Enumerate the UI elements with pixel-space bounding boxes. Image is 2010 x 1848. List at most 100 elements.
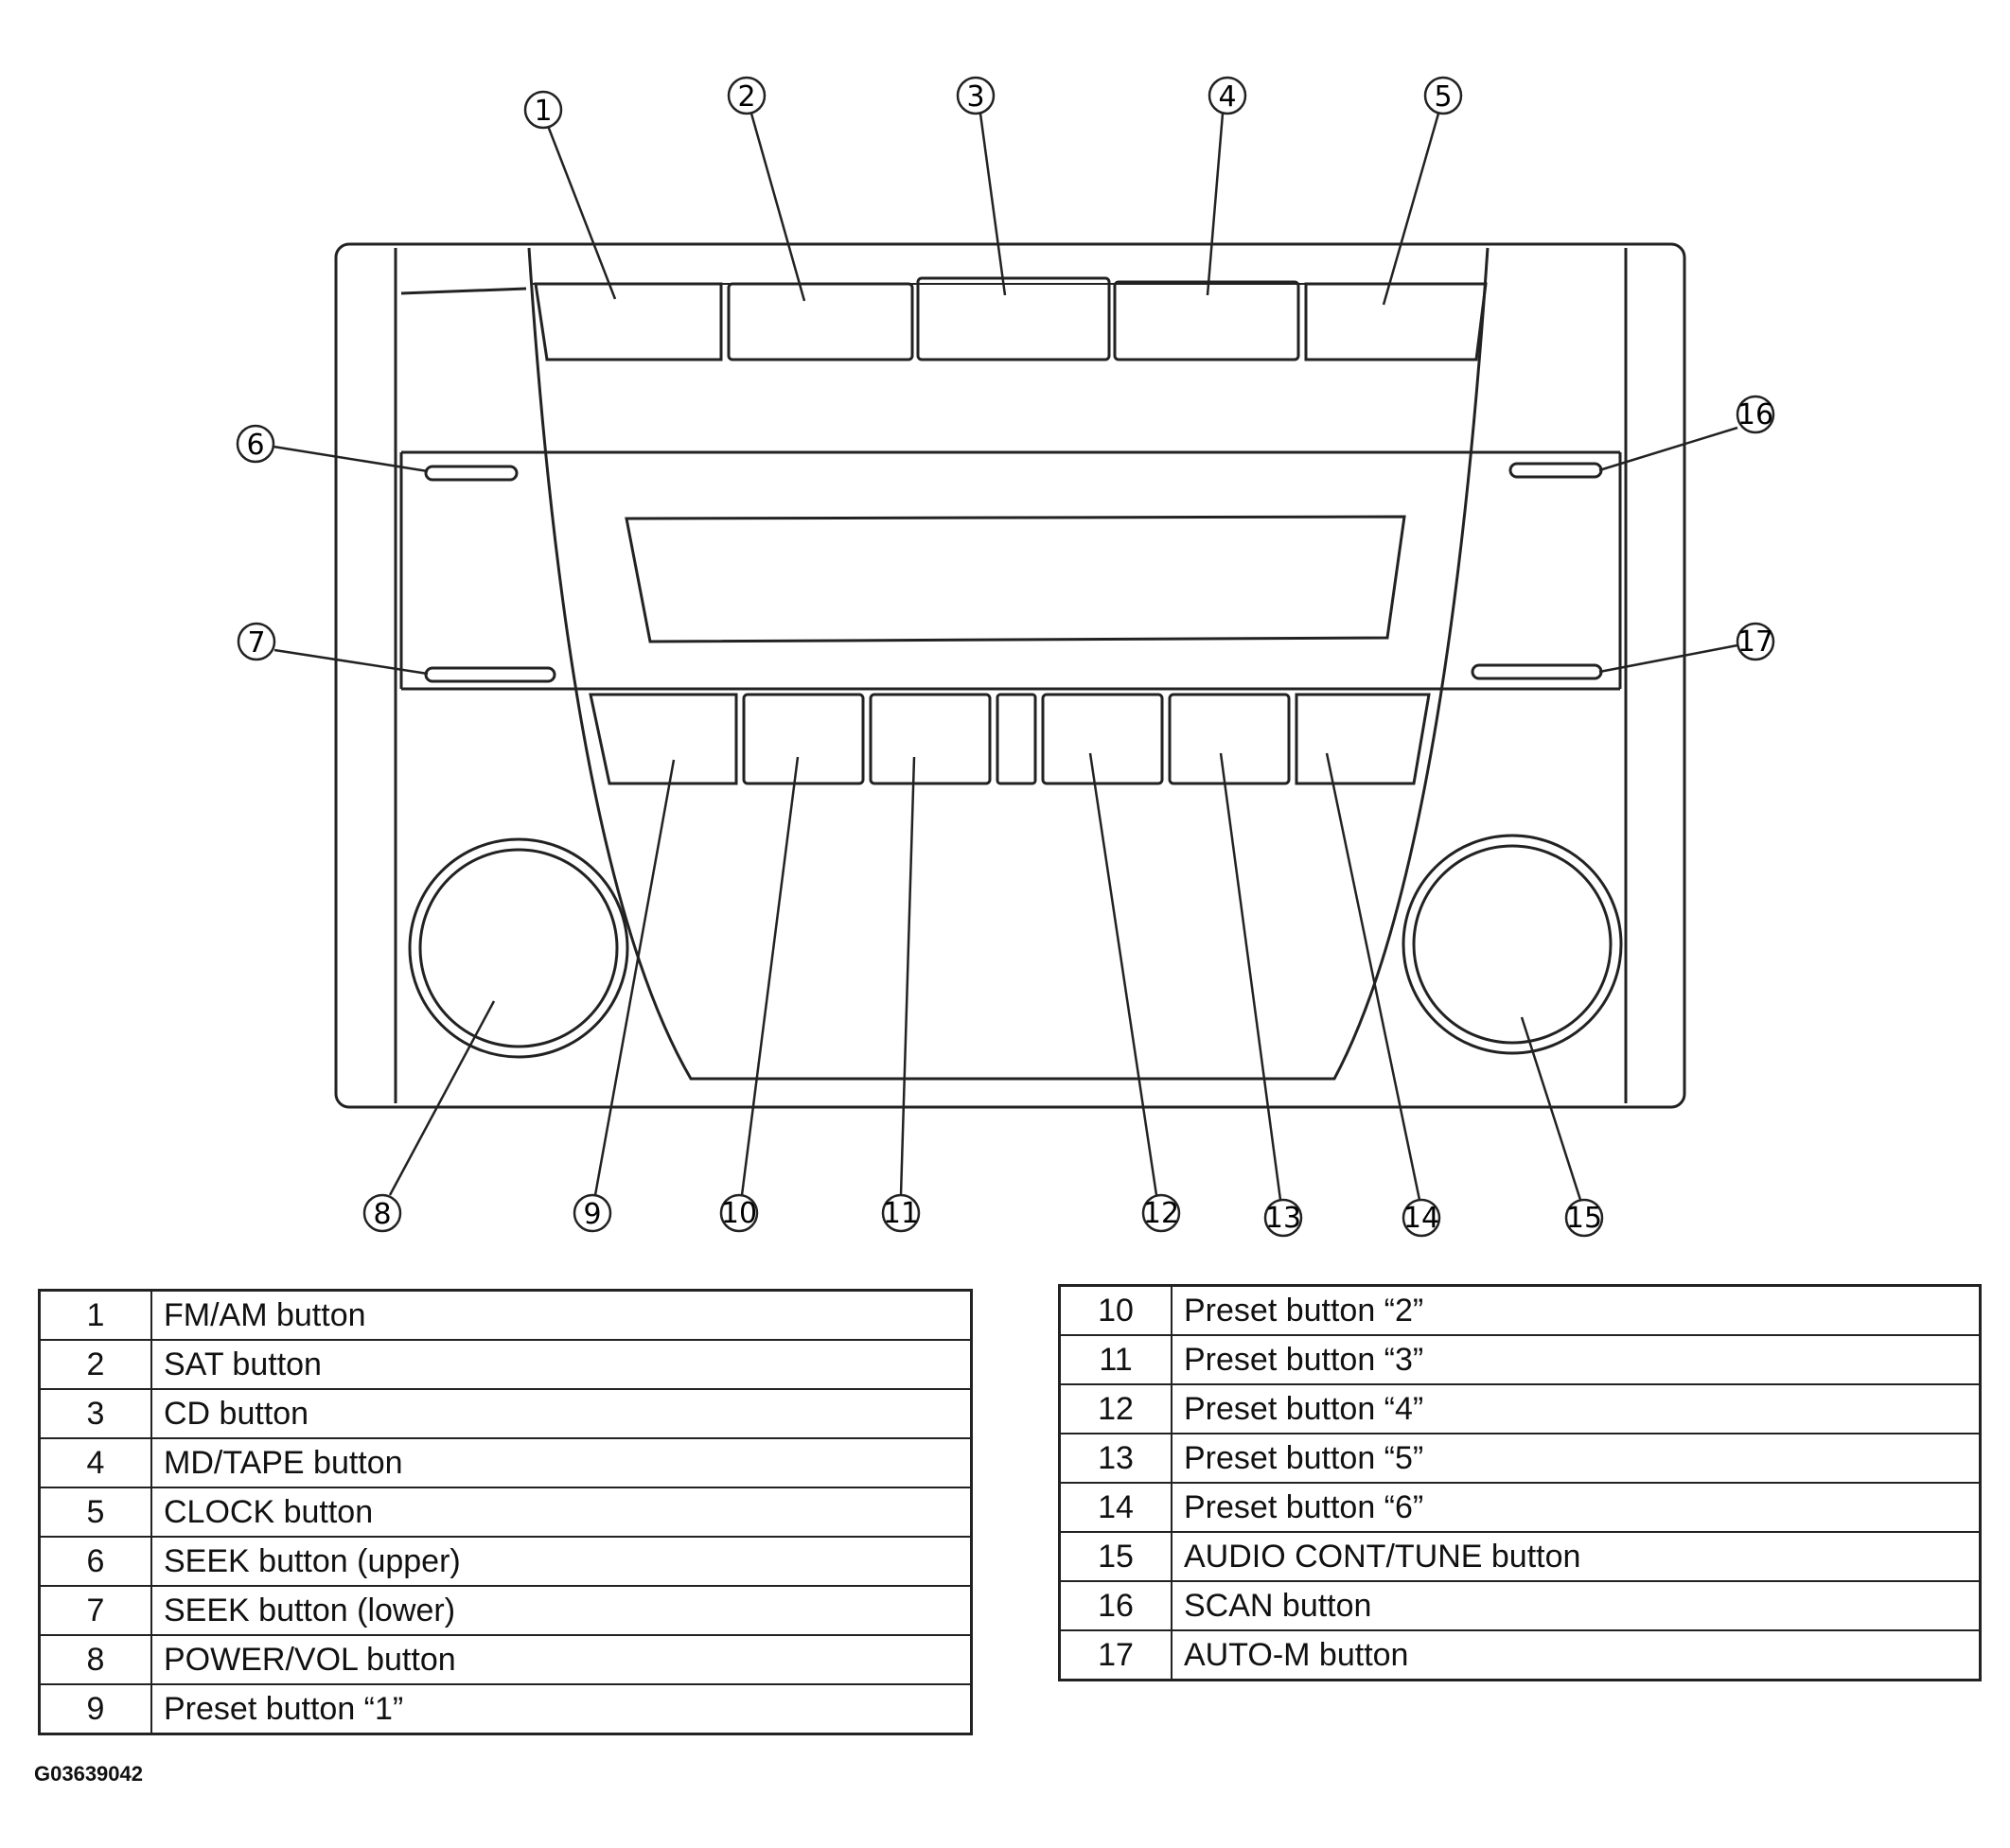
seek-upper-button-shape[interactable] <box>424 465 519 482</box>
callout-4: 4 <box>1208 76 1247 115</box>
legend-number: 2 <box>38 1339 152 1390</box>
legend-number: 1 <box>38 1289 152 1341</box>
svg-text:7: 7 <box>247 626 265 660</box>
legend-number: 7 <box>38 1585 152 1636</box>
callout-2: 2 <box>727 76 767 115</box>
svg-text:6: 6 <box>246 429 264 462</box>
svg-text:4: 4 <box>1218 80 1236 114</box>
legend-label: Preset button “6” <box>1171 1482 1982 1533</box>
svg-text:8: 8 <box>373 1198 391 1231</box>
legend-number: 6 <box>38 1536 152 1587</box>
preset-3-button-shape[interactable] <box>869 693 992 785</box>
callout-8: 8 <box>362 1193 402 1233</box>
radio-housing <box>334 242 1686 1109</box>
svg-text:11: 11 <box>883 1197 919 1230</box>
legend-number: 10 <box>1058 1284 1172 1336</box>
svg-text:16: 16 <box>1737 398 1773 431</box>
legend-label: FM/AM button <box>150 1289 973 1341</box>
legend-label: SEEK button (lower) <box>150 1585 973 1636</box>
callouts: 1 2 3 4 5 6 7 8 9 10 11 12 13 14 15 16 1… <box>236 76 1775 1238</box>
legend-label: CD button <box>150 1388 973 1439</box>
callout-3: 3 <box>956 76 996 115</box>
legend-label: SCAN button <box>1171 1580 1982 1631</box>
legend-number: 5 <box>38 1487 152 1538</box>
legend-label: Preset button “1” <box>150 1683 973 1735</box>
svg-text:2: 2 <box>737 80 755 114</box>
preset-2-button-shape[interactable] <box>742 693 865 785</box>
audio-cont-tune-knob[interactable] <box>1402 834 1623 1055</box>
legend-label: AUTO-M button <box>1171 1629 1982 1681</box>
display-window <box>625 515 1406 643</box>
callout-10: 10 <box>719 1193 759 1233</box>
callout-15: 15 <box>1564 1198 1604 1238</box>
legend-number: 15 <box>1058 1531 1172 1582</box>
auto-m-button-shape[interactable] <box>1471 663 1603 680</box>
svg-text:1: 1 <box>534 95 552 128</box>
svg-text:17: 17 <box>1737 625 1773 659</box>
cd-button-shape[interactable] <box>916 276 1111 361</box>
fm-am-button-shape[interactable] <box>534 282 723 361</box>
legend-label: AUDIO CONT/TUNE button <box>1171 1531 1982 1582</box>
center-slot <box>996 693 1037 785</box>
scan-button-shape[interactable] <box>1508 462 1603 479</box>
legend-label: Preset button “4” <box>1171 1383 1982 1434</box>
legend-number: 12 <box>1058 1383 1172 1434</box>
clock-button-shape[interactable] <box>1304 282 1488 361</box>
preset-4-button-shape[interactable] <box>1041 693 1164 785</box>
legend-number: 8 <box>38 1634 152 1685</box>
md-tape-button-shape[interactable] <box>1113 280 1300 361</box>
legend-label: POWER/VOL button <box>150 1634 973 1685</box>
svg-text:5: 5 <box>1434 80 1452 114</box>
preset-button-row <box>589 693 1431 785</box>
svg-text:9: 9 <box>583 1198 601 1231</box>
svg-text:14: 14 <box>1403 1202 1439 1235</box>
legend-label: SAT button <box>150 1339 973 1390</box>
top-button-row <box>534 276 1488 361</box>
legend-label: Preset button “5” <box>1171 1433 1982 1484</box>
callout-9: 9 <box>573 1193 612 1233</box>
callout-12: 12 <box>1141 1193 1181 1233</box>
legend-number: 13 <box>1058 1433 1172 1484</box>
callout-13: 13 <box>1263 1198 1303 1238</box>
callout-16: 16 <box>1736 395 1775 434</box>
callout-1: 1 <box>523 90 563 130</box>
callout-6: 6 <box>236 424 275 464</box>
figure-id: G03639042 <box>34 1762 143 1786</box>
legend-number: 11 <box>1058 1334 1172 1385</box>
legend-number: 4 <box>38 1437 152 1488</box>
legend-label: Preset button “2” <box>1171 1284 1982 1336</box>
svg-text:13: 13 <box>1265 1202 1301 1235</box>
legend-number: 17 <box>1058 1629 1172 1681</box>
power-vol-knob[interactable] <box>408 837 629 1059</box>
preset-1-button-shape[interactable] <box>589 693 738 785</box>
leader-lines <box>273 113 1738 1201</box>
svg-text:3: 3 <box>966 80 984 114</box>
legend-label: MD/TAPE button <box>150 1437 973 1488</box>
preset-5-button-shape[interactable] <box>1168 693 1291 785</box>
callout-14: 14 <box>1402 1198 1441 1238</box>
svg-text:12: 12 <box>1143 1197 1179 1230</box>
legend-label: Preset button “3” <box>1171 1334 1982 1385</box>
radio-faceplate-diagram: 1 2 3 4 5 6 7 8 9 10 11 12 13 14 15 16 1… <box>236 76 1775 1238</box>
seek-lower-button-shape[interactable] <box>424 666 556 683</box>
svg-text:15: 15 <box>1566 1202 1602 1235</box>
sat-button-shape[interactable] <box>727 282 914 361</box>
preset-6-button-shape[interactable] <box>1295 693 1431 785</box>
